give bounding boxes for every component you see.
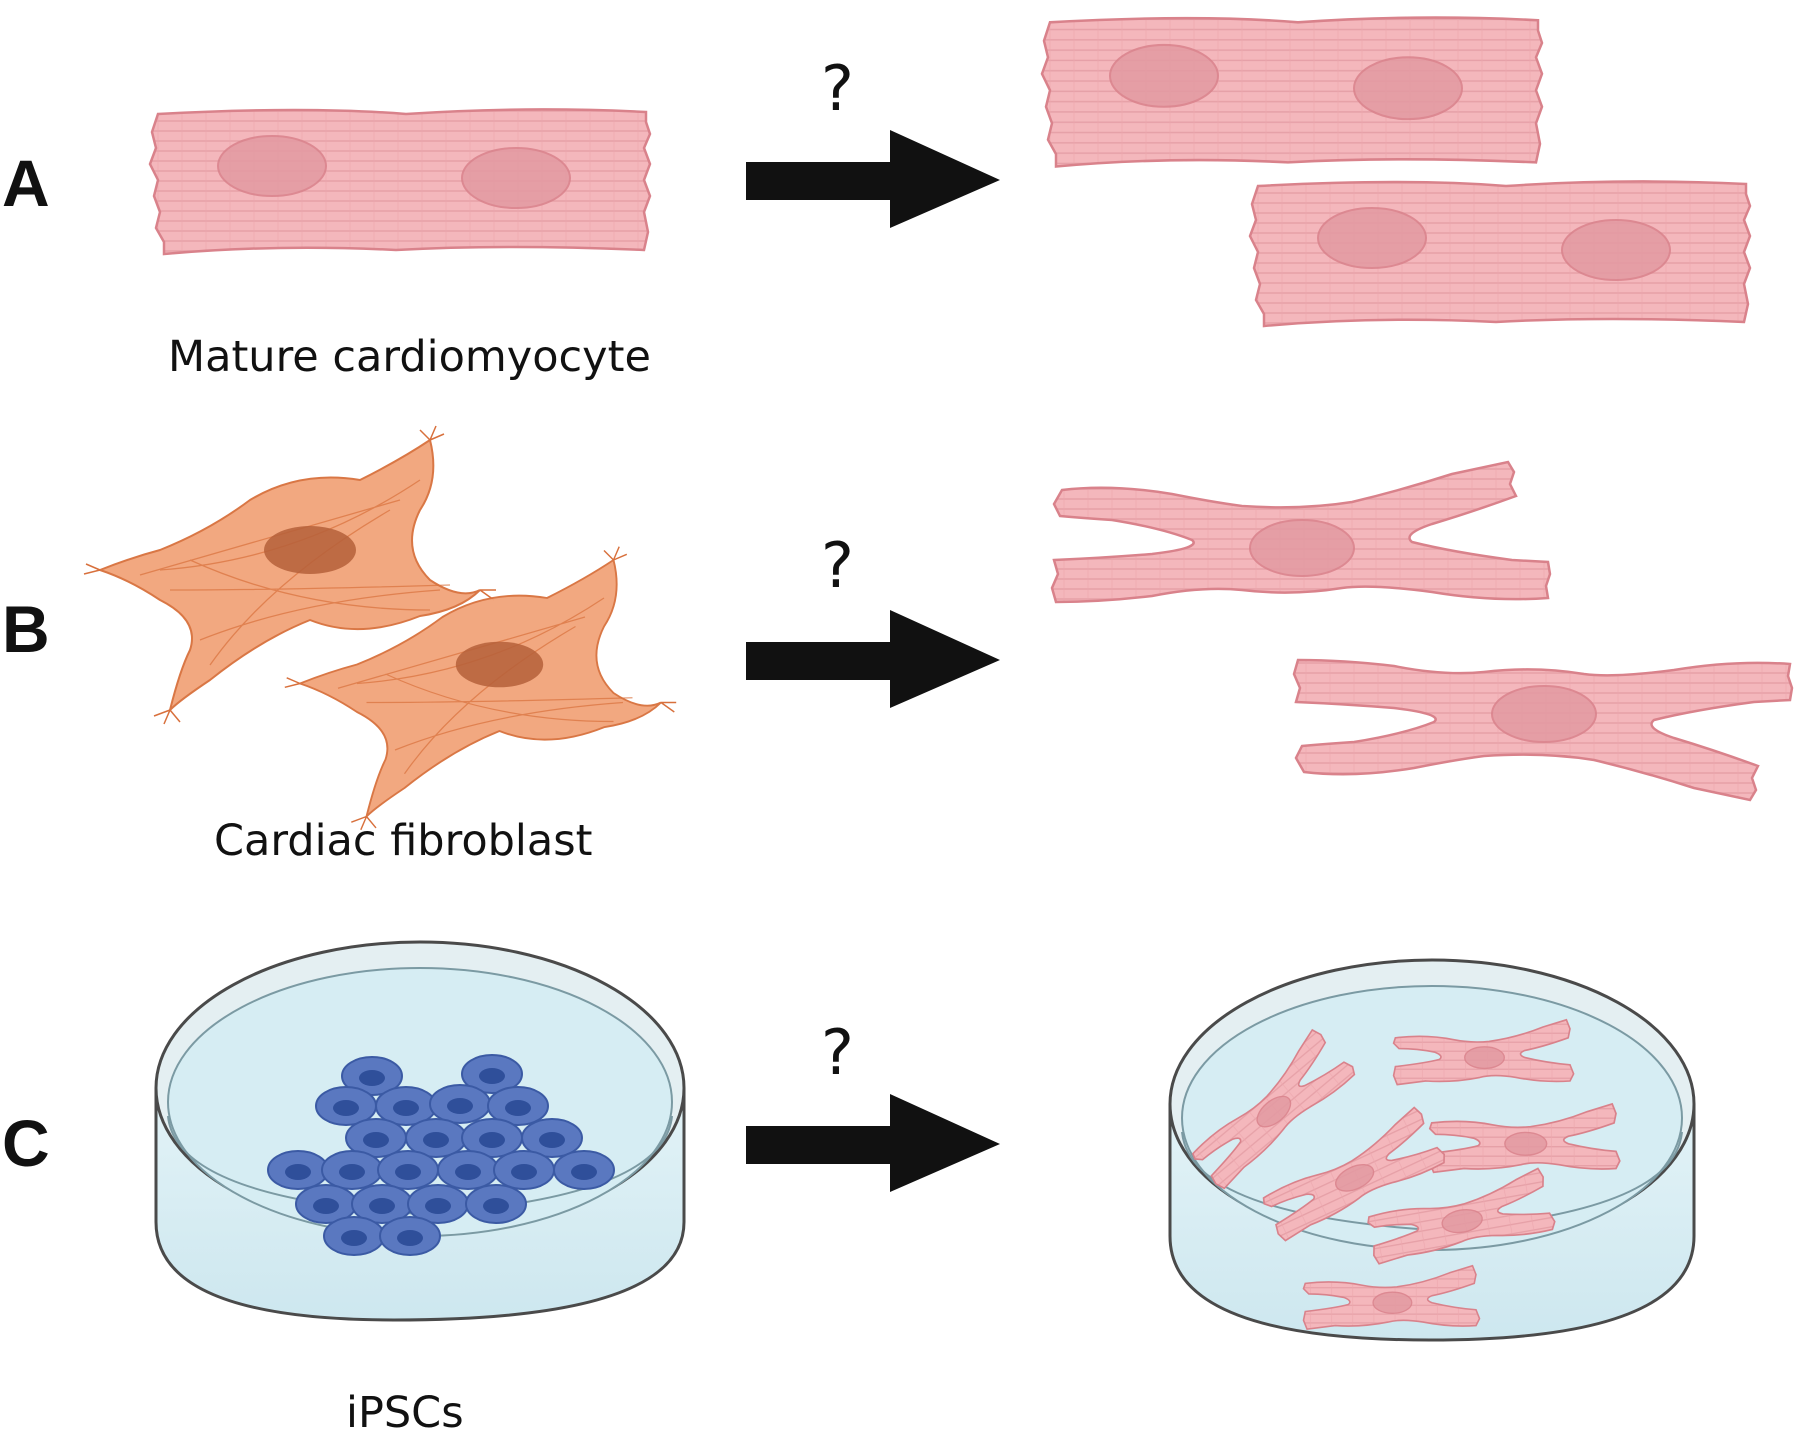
caption-ipscs: iPSCs	[346, 1388, 464, 1438]
panel-label-b: B	[2, 592, 50, 666]
panel-label-c: C	[2, 1106, 50, 1180]
question-mark-c: ?	[821, 1016, 854, 1089]
arrow-a	[746, 130, 1000, 228]
caption-mature-cardiomyocyte: Mature cardiomyocyte	[168, 332, 651, 382]
question-mark-b: ?	[821, 529, 854, 602]
panel-b-induced-cardiomyocyte-1	[1050, 460, 1552, 604]
question-mark-a: ?	[821, 52, 854, 125]
caption-cardiac-fibroblast: Cardiac fibroblast	[214, 816, 593, 866]
panel-b-induced-cardiomyocyte-2	[1292, 658, 1794, 802]
panel-a-proliferated-cardiomyocyte-2	[1248, 180, 1752, 328]
arrow-b	[746, 610, 1000, 708]
arrow-c	[746, 1094, 1000, 1192]
panel-label-a: A	[2, 146, 50, 220]
panel-a-mature-cardiomyocyte	[148, 108, 652, 256]
panel-a-proliferated-cardiomyocyte-1	[1040, 16, 1544, 168]
